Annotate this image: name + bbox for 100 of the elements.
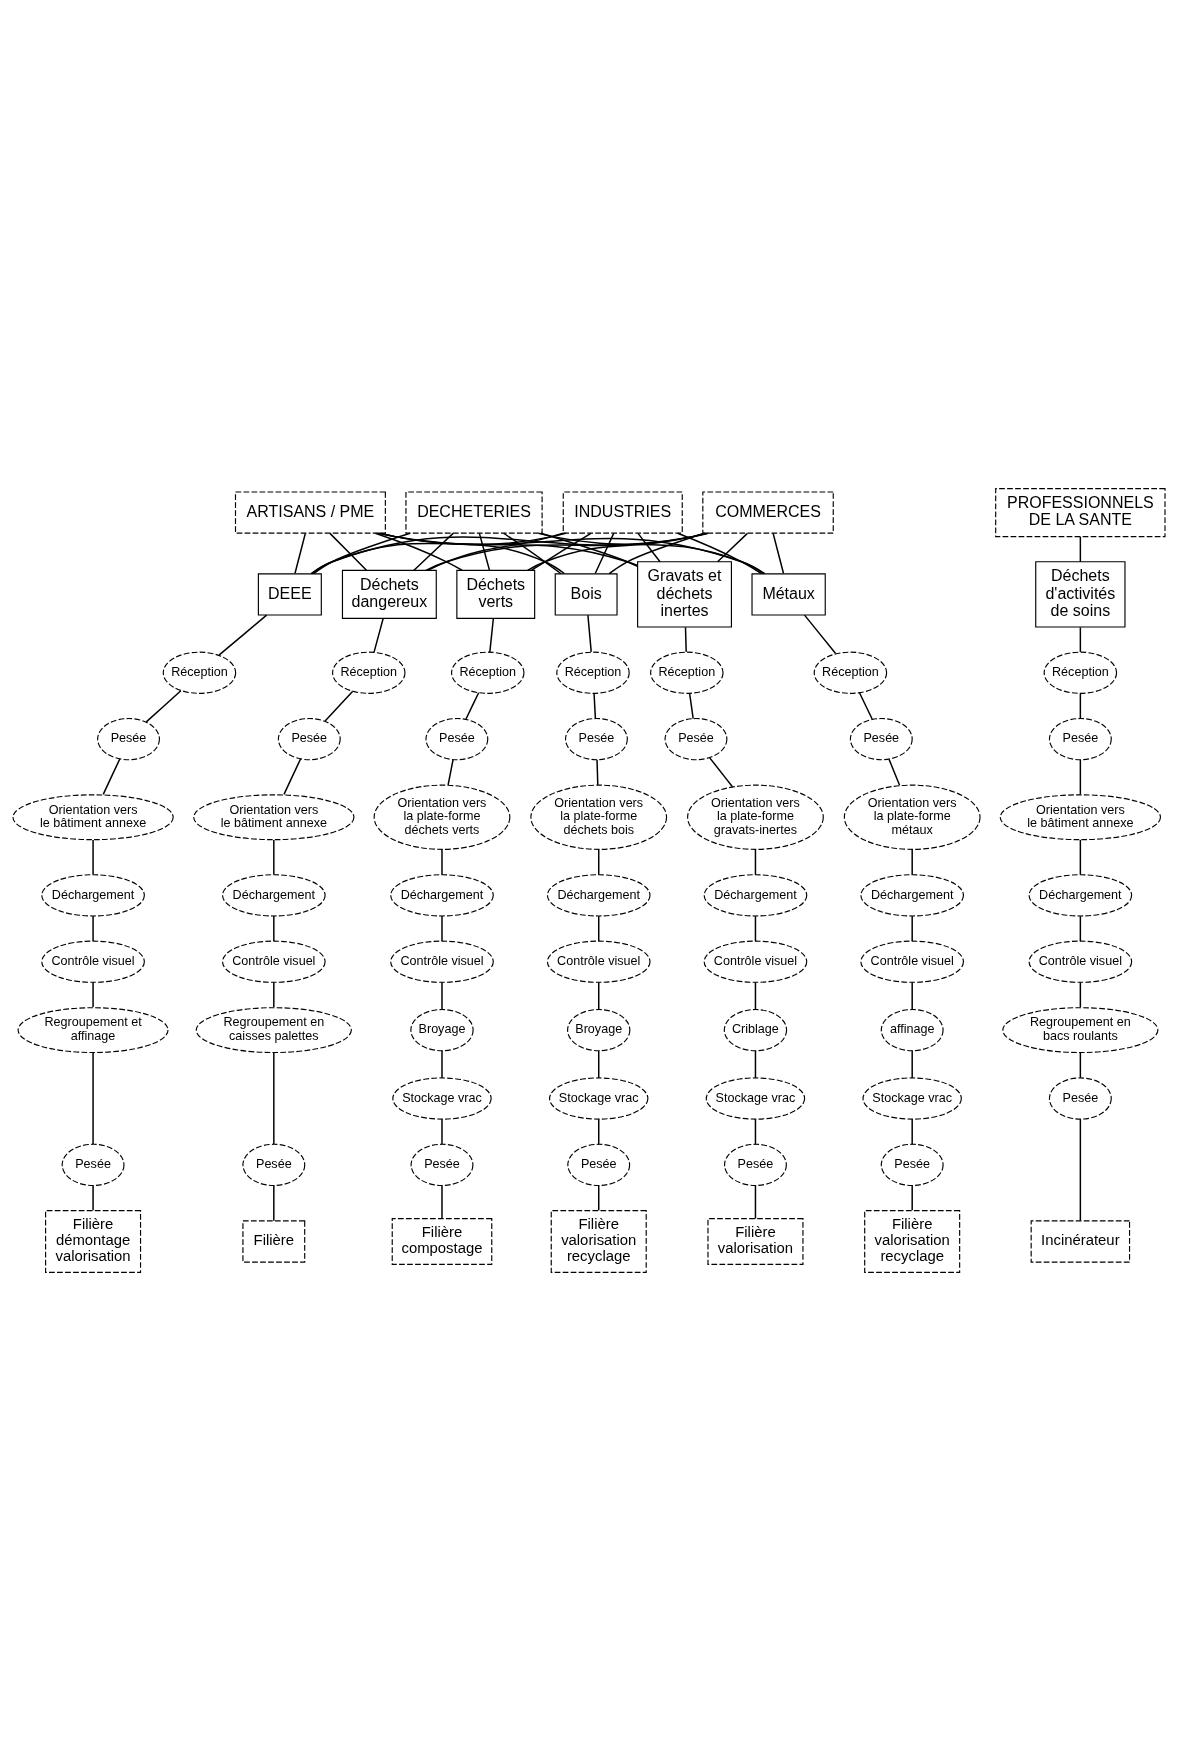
connector <box>329 532 368 571</box>
connector <box>273 838 275 875</box>
connector <box>754 1118 757 1145</box>
node-ellipse: Réception <box>650 651 724 694</box>
node-box: Filière démontage valorisation <box>45 1209 142 1273</box>
node-ellipse: Pesée <box>567 1143 631 1186</box>
node-ellipse: Pesée <box>97 717 160 760</box>
node-ellipse: Stockage vrac <box>705 1076 806 1120</box>
connector <box>489 617 495 653</box>
connector <box>441 1118 443 1145</box>
node-ellipse: Pesée <box>61 1143 125 1186</box>
connector <box>597 1118 600 1145</box>
node-box: Métaux <box>751 572 826 616</box>
node-ellipse: Déchargement <box>222 873 326 917</box>
connector <box>594 532 615 574</box>
connector <box>377 532 766 574</box>
node-ellipse: Pesée <box>277 717 341 760</box>
node-ellipse: Criblage <box>723 1008 788 1051</box>
connector <box>911 981 913 1010</box>
connector <box>911 1049 913 1079</box>
connector <box>92 914 94 942</box>
connector <box>92 838 94 875</box>
node-ellipse: Stockage vrac <box>549 1076 649 1120</box>
node-box: Filière <box>242 1219 306 1263</box>
node-box: Filière valorisation recyclage <box>550 1209 647 1273</box>
connector <box>911 914 913 942</box>
connector <box>1079 914 1082 942</box>
connector <box>273 914 275 942</box>
connector <box>427 532 564 571</box>
connector <box>608 532 706 574</box>
node-ellipse: Réception <box>556 651 630 694</box>
connector <box>92 981 94 1008</box>
connector <box>596 758 599 786</box>
connector <box>373 617 384 653</box>
connector <box>273 981 275 1008</box>
connector <box>597 848 600 875</box>
node-ellipse: Orientation vers le bâtiment annexe <box>12 793 174 840</box>
node-ellipse: Déchargement <box>390 873 494 917</box>
connector <box>1079 838 1082 875</box>
node-box: Gravats et déchets inertes <box>637 560 732 628</box>
node-box: Déchets verts <box>456 569 536 619</box>
node-ellipse: Réception <box>332 651 406 694</box>
node-ellipse: Contrôle visuel <box>703 940 808 983</box>
connector <box>1079 1051 1082 1078</box>
node-ellipse: Réception <box>1043 651 1118 694</box>
connector <box>526 532 707 571</box>
connector <box>709 756 734 787</box>
connector <box>911 1184 913 1211</box>
node-box: Filière compostage <box>391 1217 493 1265</box>
connector <box>754 981 757 1010</box>
connector <box>447 758 454 786</box>
connector <box>637 532 661 562</box>
connector <box>597 981 600 1010</box>
node-ellipse: Orientation vers la plate-forme déchets verts <box>373 784 511 850</box>
connector <box>145 689 182 723</box>
connector <box>1079 1118 1082 1221</box>
connector <box>441 914 443 942</box>
node-ellipse: affinage <box>880 1008 944 1051</box>
node-ellipse: Déchargement <box>546 873 651 917</box>
node-box: Déchets dangereux <box>341 569 437 619</box>
node-ellipse: Broyage <box>567 1008 631 1051</box>
connector <box>441 848 443 875</box>
node-box: DECHETERIES <box>405 490 543 534</box>
connector <box>754 1184 757 1219</box>
connector <box>540 532 639 567</box>
connector <box>858 691 873 720</box>
connector <box>441 1049 443 1079</box>
connector <box>273 1184 275 1221</box>
node-ellipse: Orientation vers le bâtiment annexe <box>193 793 355 840</box>
connector <box>597 1184 600 1211</box>
node-ellipse: Pesée <box>242 1143 306 1186</box>
node-ellipse: Pesée <box>425 717 489 760</box>
node-box: Filière valorisation <box>707 1217 804 1265</box>
node-ellipse: Stockage vrac <box>862 1076 962 1120</box>
node-ellipse: Déchargement <box>703 873 808 917</box>
connector <box>324 690 354 722</box>
node-box: Déchets d'activités de soins <box>1035 560 1126 628</box>
connector <box>413 532 454 571</box>
node-box: PROFESSIONNELS DE LA SANTE <box>995 487 1166 537</box>
connector <box>465 691 480 720</box>
node-ellipse: Pesée <box>664 717 728 760</box>
connector <box>478 532 491 571</box>
connector <box>1079 758 1082 795</box>
connector <box>92 1051 94 1145</box>
connector <box>911 848 913 875</box>
node-ellipse: Stockage vrac <box>392 1076 492 1120</box>
node-ellipse: Déchargement <box>860 873 965 917</box>
connector <box>310 531 709 574</box>
connector <box>1079 535 1082 562</box>
node-box: DEEE <box>257 572 322 616</box>
node-ellipse: Réception <box>162 651 237 694</box>
connector <box>312 532 411 574</box>
node-box: COMMERCES <box>702 490 834 534</box>
node-ellipse: Contrôle visuel <box>41 940 145 983</box>
connector <box>676 531 763 574</box>
node-ellipse: Contrôle visuel <box>390 940 494 983</box>
connector <box>803 613 837 654</box>
connector <box>531 532 592 571</box>
node-ellipse: Pesée <box>1048 717 1112 760</box>
node-ellipse: Orientation vers la plate-forme déchets bois <box>530 784 668 850</box>
